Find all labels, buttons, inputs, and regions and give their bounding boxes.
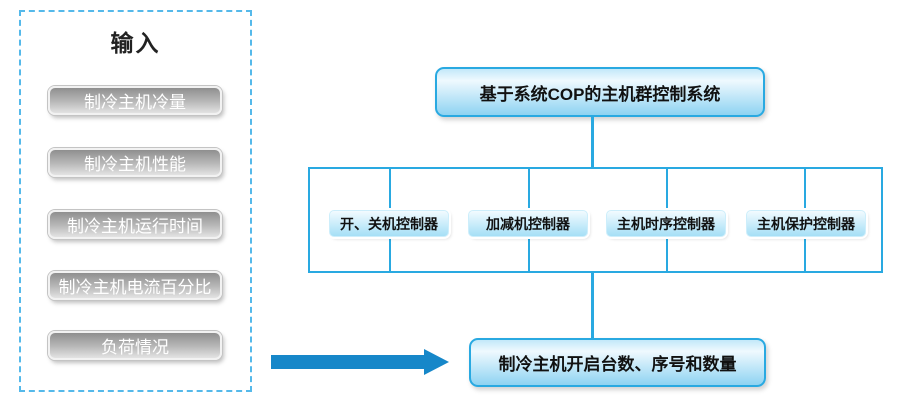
controller-node-on-off: 开、关机控制器: [329, 210, 449, 237]
connector-root-to-frame: [591, 117, 594, 168]
controller-node-add-reduce: 加减机控制器: [468, 210, 588, 237]
root-node: 基于系统COP的主机群控制系统: [435, 67, 765, 117]
input-item-performance: 制冷主机性能: [48, 148, 222, 177]
input-panel: 输入 制冷主机冷量 制冷主机性能 制冷主机运行时间 制冷主机电流百分比 负荷情况: [19, 10, 252, 392]
flow-arrow-head: [424, 349, 449, 375]
connector-frame-to-output: [591, 272, 594, 338]
output-node: 制冷主机开启台数、序号和数量: [469, 338, 766, 387]
input-item-cooling-capacity: 制冷主机冷量: [48, 86, 222, 115]
input-panel-title: 输入: [110, 30, 161, 56]
input-item-runtime: 制冷主机运行时间: [48, 210, 222, 239]
controller-node-sequence: 主机时序控制器: [606, 210, 726, 237]
flow-arrow-body: [271, 355, 424, 369]
input-item-current-percentage: 制冷主机电流百分比: [48, 271, 222, 300]
controller-node-protection: 主机保护控制器: [746, 210, 866, 237]
input-item-load-condition: 负荷情况: [48, 331, 222, 360]
